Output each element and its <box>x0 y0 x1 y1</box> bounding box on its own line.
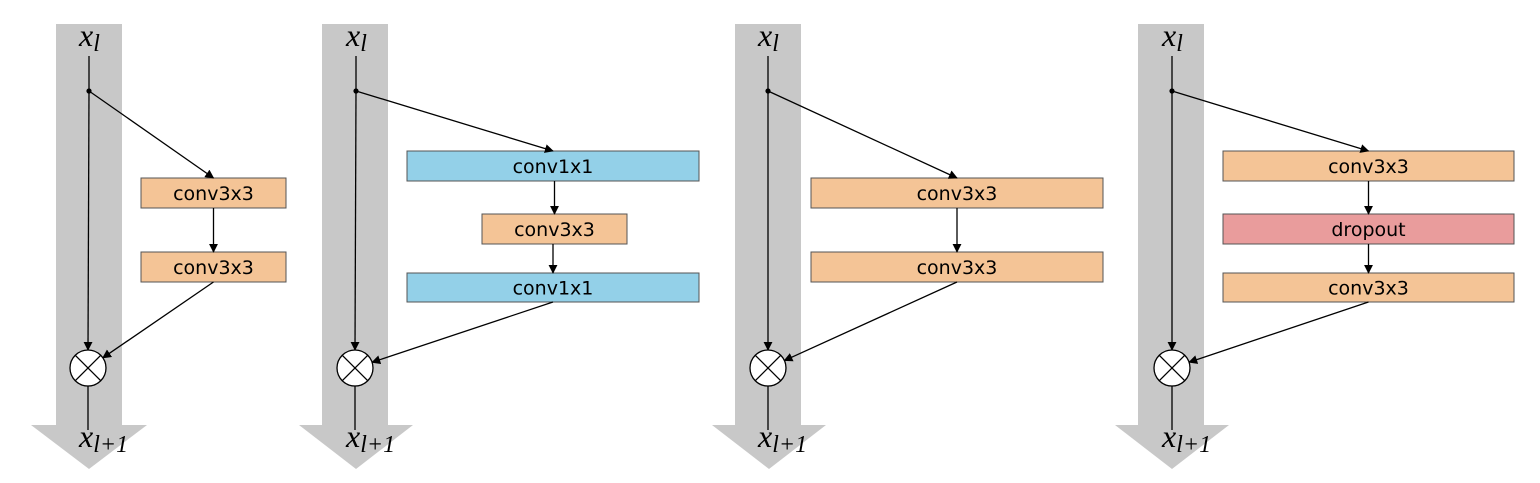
branch-in-arrow <box>355 90 554 153</box>
conv3x3-label: conv3x3 <box>173 183 254 205</box>
input-label: xl <box>345 17 367 57</box>
input-label: xl <box>757 17 779 57</box>
conv3x3-layer-box <box>1222 272 1515 303</box>
output-arrow-head <box>1115 425 1229 469</box>
conv1x1-layer-box <box>406 272 700 303</box>
residual-block-bottleneck: xl xl+1 conv1x1 conv3x3 conv1x1 <box>299 17 700 469</box>
circled-times-icon <box>749 349 787 387</box>
branch-out-arrow <box>1188 301 1369 364</box>
conv3x3-layer-box <box>140 251 287 283</box>
circled-times-icon <box>1153 349 1191 387</box>
conv1x1-label: conv1x1 <box>513 156 594 178</box>
input-label: xl <box>78 17 100 57</box>
conv3x3-label: conv3x3 <box>514 219 595 241</box>
conv3x3-label: conv3x3 <box>1328 156 1409 178</box>
conv3x3-label: conv3x3 <box>173 257 254 279</box>
circled-times-icon <box>69 349 107 387</box>
output-arrow-head <box>299 425 413 469</box>
conv3x3-label: conv3x3 <box>1328 278 1409 300</box>
identity-arrow <box>350 90 360 351</box>
input-label: xl <box>1161 17 1183 57</box>
branch-in-arrow <box>1171 90 1370 153</box>
identity-arrow <box>83 90 93 351</box>
conv3x3-layer-box <box>810 177 1104 209</box>
branch-out-arrow <box>371 301 554 365</box>
conv3x3-label: conv3x3 <box>917 257 998 279</box>
dropout-label: dropout <box>1331 219 1405 241</box>
circled-times-icon <box>336 349 374 387</box>
conv3x3-layer-box <box>810 251 1104 283</box>
branch-out-arrow <box>102 281 214 359</box>
branch-out-arrow <box>783 281 958 362</box>
output-label: xl+1 <box>78 418 128 458</box>
conv1x1-label: conv1x1 <box>513 278 594 300</box>
output-label: xl+1 <box>345 418 395 458</box>
dropout-layer-box <box>1222 213 1515 245</box>
output-arrow-head <box>712 425 826 469</box>
branch-in-arrow <box>767 90 958 179</box>
residual-block-basic: xl xl+1 conv3x3 conv3x3 <box>31 17 287 469</box>
conv3x3-label: conv3x3 <box>917 183 998 205</box>
branch-in-arrow <box>88 90 215 179</box>
output-arrow-head <box>31 425 147 469</box>
conv1x1-layer-box <box>406 150 700 182</box>
